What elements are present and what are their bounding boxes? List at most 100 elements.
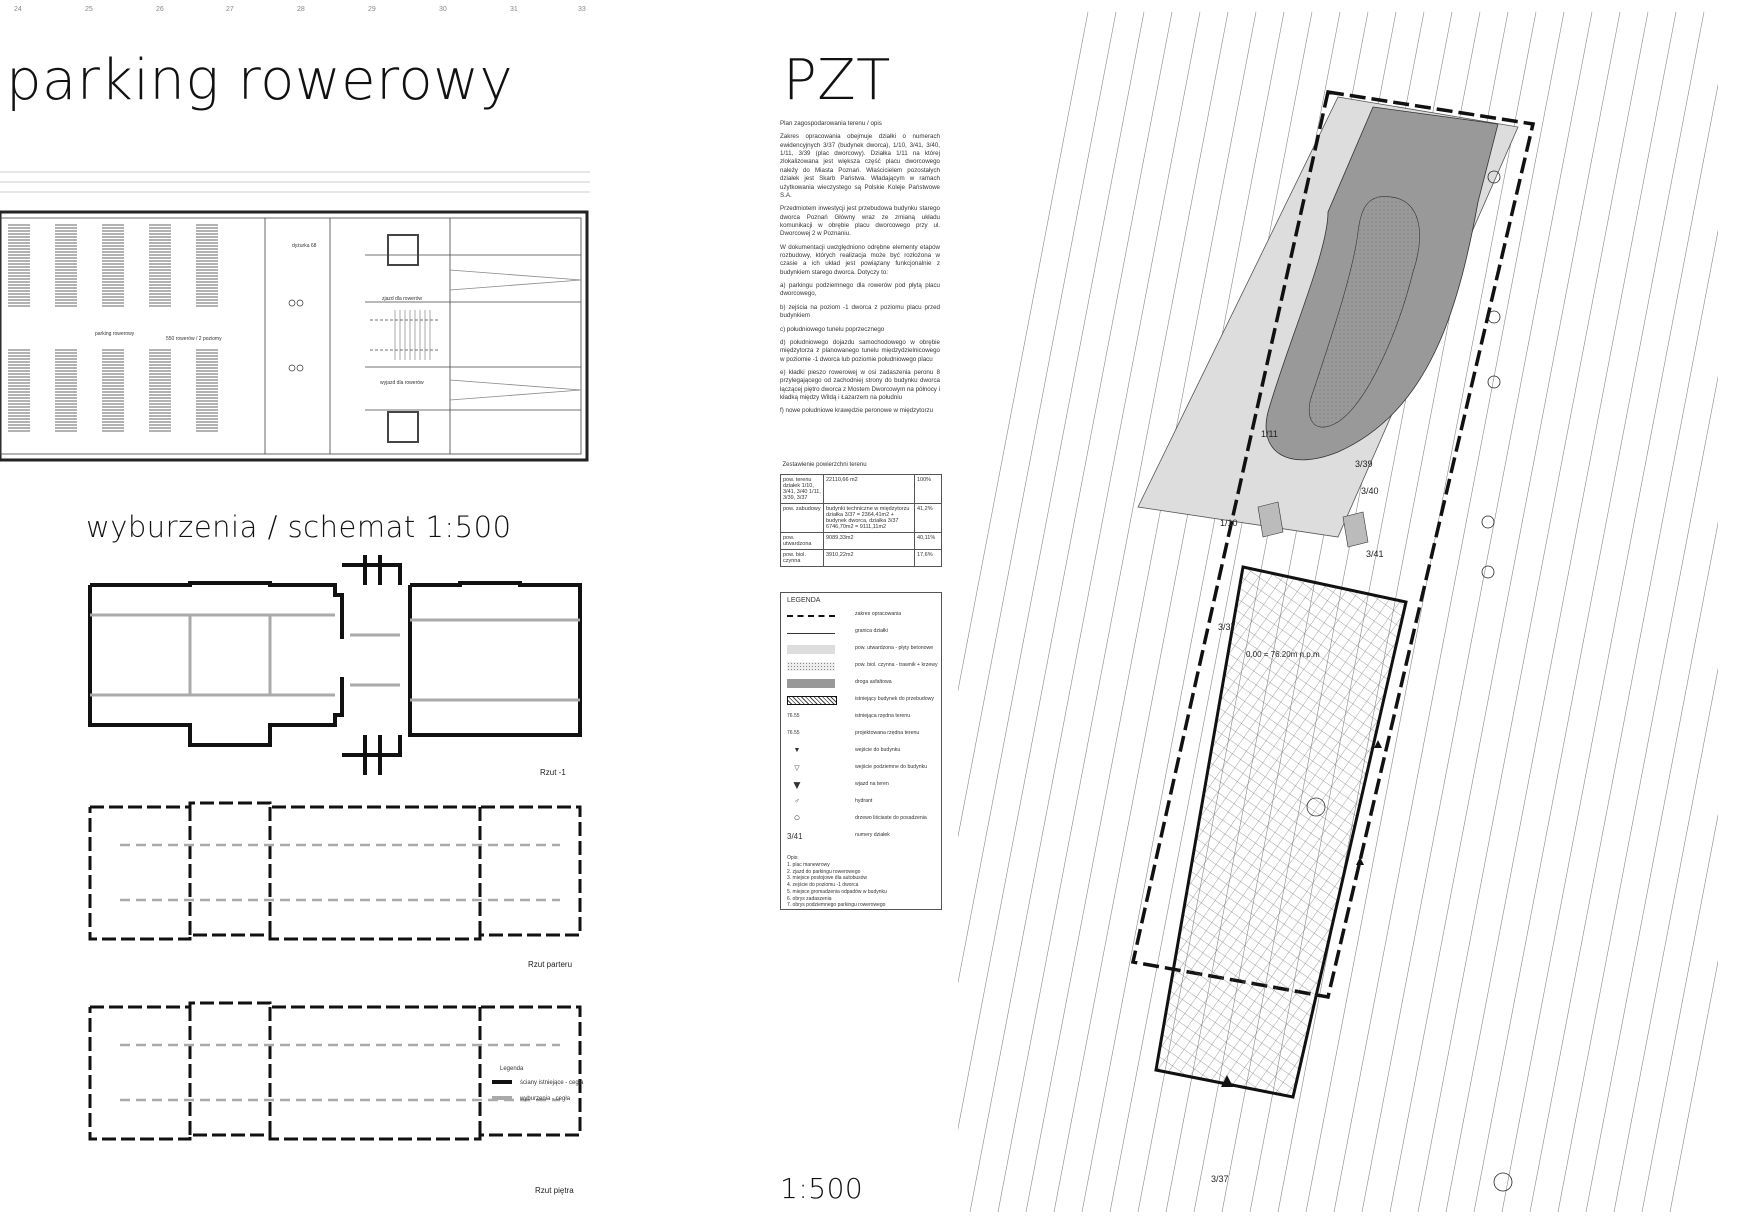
ruler-tick: 33 <box>578 6 586 13</box>
rail-line <box>1669 959 1718 1212</box>
legend-demolish-swatch <box>492 1096 512 1100</box>
rail-line <box>1417 12 1649 1212</box>
plan-basement <box>88 555 582 775</box>
ruler-tick: 27 <box>226 6 234 13</box>
rail-line <box>1557 375 1718 1212</box>
scale-label: 1:500 <box>780 1172 864 1205</box>
legend-notes: Opis: 1. plac manewrowy 2. zjazd do park… <box>787 855 887 909</box>
plot-label: 1/10 <box>1220 518 1238 528</box>
site-plan: 3/37 0.00 = 76.20m n.p.m 1/10 1/11 3/39 … <box>958 12 1718 1212</box>
entry-triangle <box>1356 857 1364 865</box>
plot-label: 1/11 <box>1261 429 1278 439</box>
dotted-fill-icon <box>787 662 835 671</box>
triangle-filled-icon: ▼ <box>793 747 801 754</box>
table-cell: 41,2% <box>914 503 942 533</box>
table-cell: budynki techniczne w międzytorzu działka… <box>823 503 915 533</box>
plot-label: 3/40 <box>1361 486 1379 496</box>
description-paragraph: b) zejścia na poziom -1 dworca z poziomu… <box>780 303 940 320</box>
plot-label: 3/37 <box>1218 622 1236 632</box>
dark-fill-icon <box>787 679 835 688</box>
legend-label: wejście do budynku <box>855 747 901 753</box>
table-cell: 100% <box>914 474 942 504</box>
legend-row: pow. utwardzona - płyty betonowe <box>787 643 937 657</box>
rail-line <box>969 12 1201 1212</box>
legend-row: granica działki <box>787 626 937 640</box>
rail-line <box>958 12 1117 838</box>
note-item: 2. zjazd do parkingu rowerowego <box>787 868 861 875</box>
tree-icon: ○ <box>793 812 801 824</box>
plot-label: 3/39 <box>1355 459 1373 469</box>
plot-number-icon: 3/41 <box>787 832 803 841</box>
rail-line <box>1053 12 1285 1212</box>
label-zjazd: zjazd dla rowerów <box>382 296 422 302</box>
legend-row: ○ drzewo liściaste do posadzenia <box>787 812 937 827</box>
description-paragraph: Zakres opracowania obejmuje działki o nu… <box>780 133 940 199</box>
triangle-big-icon: ▼ <box>791 778 803 792</box>
legend-existing-label: ściany istniejące - cegła <box>520 1080 584 1086</box>
legend-label: droga asfaltowa <box>855 679 892 685</box>
note-item: 1. plac manewrowy <box>787 861 830 868</box>
legend-row: ▼ wejście do budynku <box>787 745 937 759</box>
rail-line <box>1333 12 1565 1212</box>
legend-row: ▼wjazd na teren <box>787 778 937 793</box>
description-paragraph: W dokumentacji uwzględniono odrębne elem… <box>780 243 940 276</box>
ruler-tick: 24 <box>14 6 22 13</box>
title-bike-parking: parking rowerowy <box>6 48 514 113</box>
description-paragraph: a) parkingu podziemnego dla rowerów pod … <box>780 282 940 298</box>
legend-row: 3/41 numery działek <box>787 830 937 844</box>
label-rzut-pietra: Rzut piętra <box>535 1186 574 1195</box>
entry-triangle <box>1374 740 1382 748</box>
rail-line <box>958 12 1089 692</box>
table-row: pow. zabudowy budynki techniczne w międz… <box>780 503 942 533</box>
area-table: Zestawienie powierzchni terenu pow. tere… <box>780 460 942 567</box>
grid-ruler: 24 25 26 27 28 29 30 31 33 <box>0 6 600 20</box>
legend-label: istniejący budynek do przebudowy <box>855 696 935 702</box>
legend-label: projektowana rzędna terenu <box>855 730 920 736</box>
legend-label: zakres opracowania <box>855 611 902 617</box>
rail-line <box>1389 12 1621 1212</box>
table-cell: pow. terenu działek 1/10, 3/41, 3/40 1/1… <box>780 474 824 504</box>
description-paragraph: d) południowego dojazdu samochodowego w … <box>780 338 940 363</box>
label-capacity: 550 rowerów / 2 poziomy <box>166 336 222 342</box>
title-pzt: PZT <box>783 48 891 113</box>
rail-line <box>1305 12 1537 1212</box>
legend-label: pow. biol. czynna - trawnik + krzewy <box>855 662 938 668</box>
legend-existing-swatch <box>492 1080 512 1084</box>
datum-label: 0.00 = 76.20m n.p.m <box>1246 650 1320 659</box>
legend-label: drzewo liściaste do posadzenia <box>855 815 927 821</box>
legend-row: pow. biol. czynna - trawnik + krzewy <box>787 660 938 674</box>
light-fill-icon <box>787 645 835 654</box>
ruler-tick: 26 <box>156 6 164 13</box>
rail-line <box>958 12 1173 1131</box>
entry-triangle <box>1221 1075 1233 1087</box>
rail-line <box>1361 12 1593 1212</box>
rail-line <box>1445 12 1677 1212</box>
hatch-fill-icon <box>787 696 837 705</box>
label-dyzurka: dyżurka 68 <box>292 243 317 249</box>
rail-line <box>1501 83 1718 1212</box>
ruler-tick: 25 <box>85 6 93 13</box>
plot-label: 3/37 <box>1211 1174 1229 1184</box>
legend-row: zakres opracowania <box>787 609 937 623</box>
ruler-tick: 31 <box>510 6 518 13</box>
note-item: 7. obrys podziemnego parkingu rowerowego <box>787 902 886 909</box>
notes-heading: Opis: <box>787 855 799 861</box>
table-cell: pow. biol. czynna <box>780 549 824 567</box>
bike-parking-plan: dyżurka 68 zjazd dla rowerów wyjazd dla … <box>0 171 590 462</box>
legend-row: ▽wejście podziemne do budynku <box>787 762 937 776</box>
rail-line <box>1641 813 1718 1212</box>
table-cell: 22110,66 m2 <box>823 474 915 504</box>
plan-floor <box>88 1001 582 1141</box>
rail-line <box>1025 12 1257 1212</box>
description-paragraph: f) nowe południowe krawędzie peronowe w … <box>780 407 934 415</box>
note-item: 4. zejście do poziomu -1 dworca <box>787 882 859 888</box>
legend-label: numery działek <box>855 832 890 838</box>
table-cell: 40,11% <box>914 532 942 550</box>
table-cell: 9089,33m2 <box>823 532 915 550</box>
demolition-legend-title: Legenda <box>500 1066 524 1072</box>
legend-row: ♂hydrant <box>787 796 937 810</box>
label-parking: parking rowerowy <box>95 331 135 337</box>
rail-line <box>958 12 1145 985</box>
demolition-plans: Rzut -1 Rzut parteru Rzut piętra Legenda… <box>88 555 584 1195</box>
spot-level-icon: 76.55 <box>787 730 800 736</box>
